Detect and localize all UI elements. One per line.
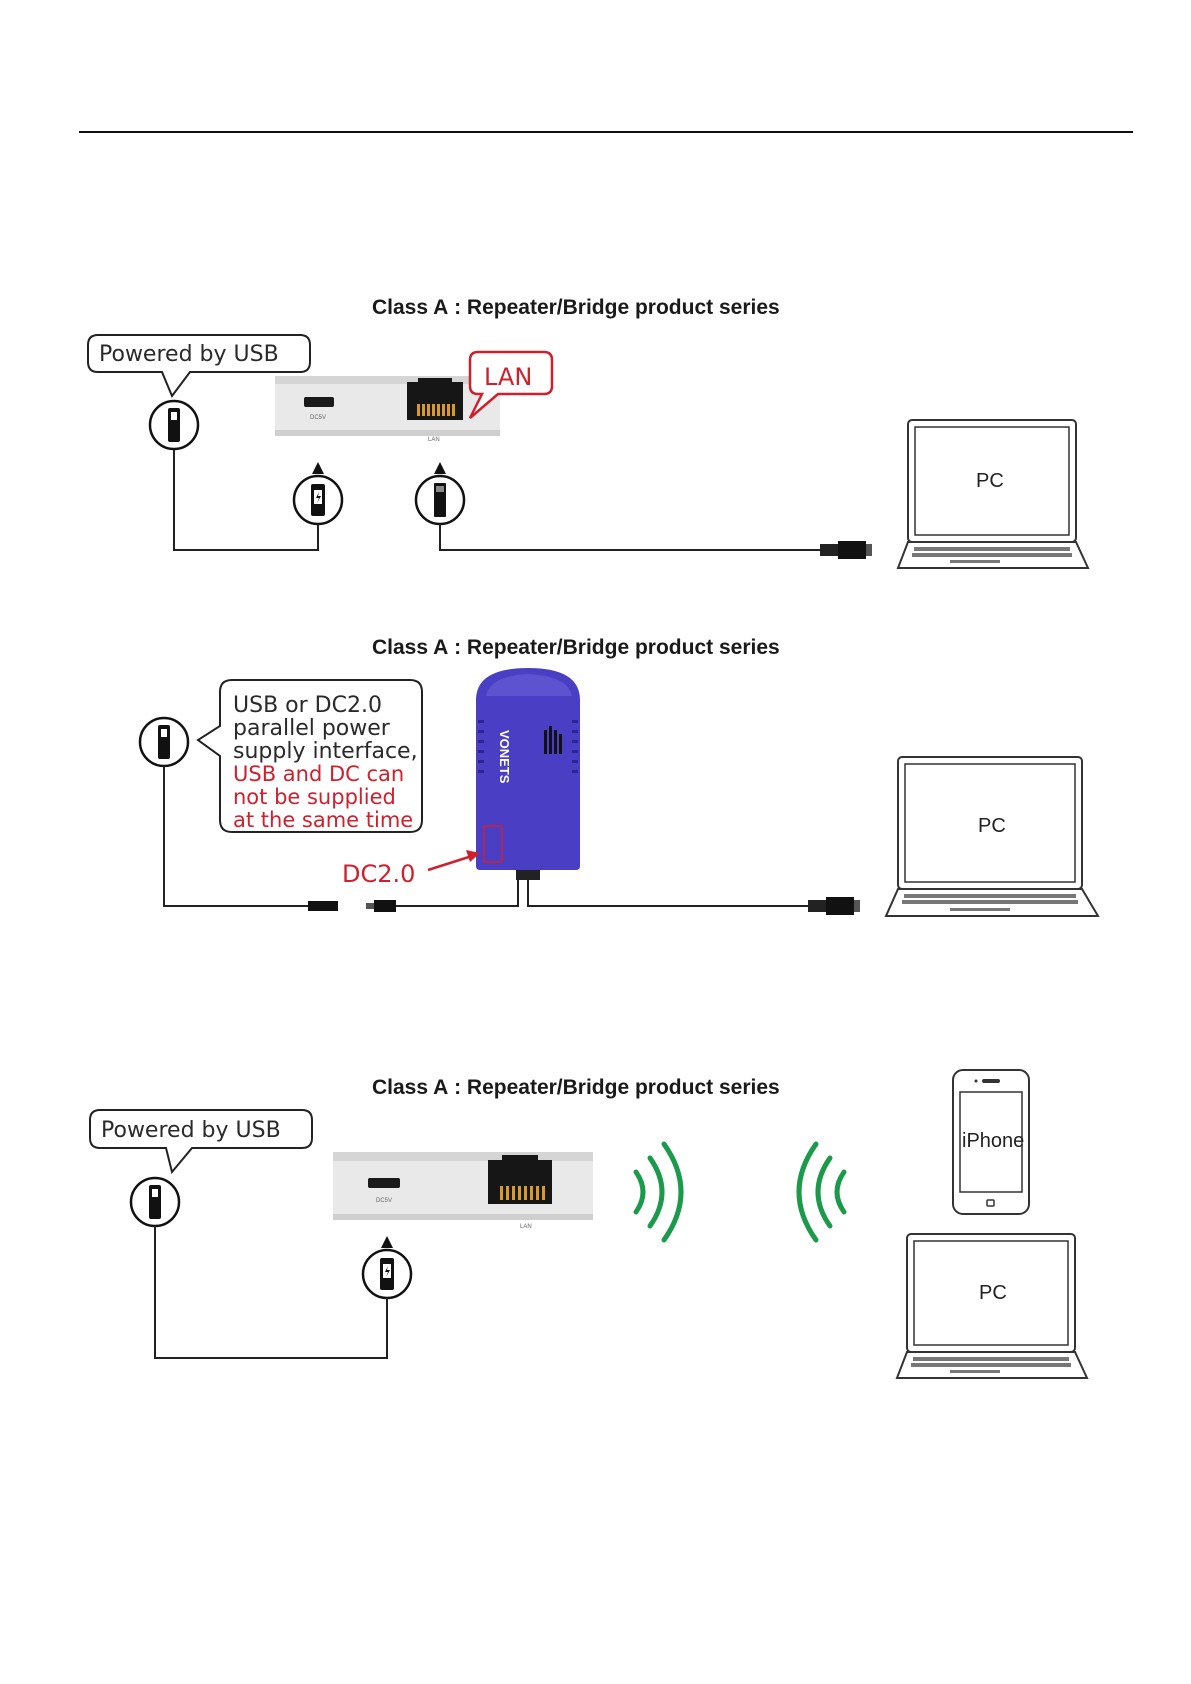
dc-port	[368, 1178, 400, 1188]
lan-port-label: LAN	[520, 1224, 532, 1230]
lan-cable	[528, 880, 808, 906]
callout-text: Powered by USB	[99, 342, 279, 367]
lan-port-label: LAN	[428, 437, 440, 443]
lan-callout-text: LAN	[484, 363, 532, 391]
pc-label: PC	[978, 815, 1006, 837]
callout-line: USB or DC2.0	[233, 693, 382, 718]
dc-port-label: DC5V	[376, 1198, 392, 1204]
blue-router-device: VONETS	[476, 668, 580, 880]
laptop-pc-icon: PC	[897, 1234, 1087, 1378]
iphone-label: iPhone	[962, 1130, 1024, 1152]
wireless-signal-out-icon	[636, 1144, 681, 1240]
rj45-connector-icon	[820, 541, 872, 559]
powered-by-usb-callout: Powered by USB	[90, 1110, 312, 1172]
callout-text: Powered by USB	[101, 1118, 281, 1143]
svg-text:VONETS: VONETS	[497, 730, 512, 784]
micro-usb-plug-icon	[363, 1250, 411, 1298]
warning-line: USB and DC can	[233, 762, 404, 786]
usb-plug-icon	[131, 1178, 179, 1226]
lan-cable	[440, 524, 820, 550]
router-device: DC5V LAN	[275, 376, 500, 443]
callout-line: parallel power	[233, 716, 391, 741]
arrow-up-icon	[434, 462, 446, 474]
rj45-connector-icon	[808, 897, 860, 915]
pc-label: PC	[976, 470, 1004, 492]
callout-line: supply interface,	[233, 739, 418, 764]
micro-usb-plug-icon	[294, 476, 342, 524]
iphone-icon: iPhone	[953, 1070, 1029, 1214]
router-device: DC5V LAN	[333, 1152, 593, 1230]
dc-port-label: DC5V	[310, 415, 326, 421]
pc-label: PC	[979, 1282, 1007, 1304]
wireless-signal-in-icon	[799, 1144, 844, 1240]
usb-cable	[155, 1226, 387, 1358]
warning-line: at the same time	[233, 808, 413, 832]
laptop-pc-icon: PC	[886, 757, 1098, 916]
arrow-up-icon	[312, 462, 324, 474]
arrow-up-icon	[381, 1236, 393, 1248]
rj45-plug-icon	[416, 476, 464, 524]
usb-plug-icon	[150, 401, 198, 449]
diagram-usb-wireless: Class A : Repeater/Bridge product series…	[0, 1060, 1191, 1380]
dc-port	[304, 397, 334, 407]
dc-arrow	[428, 856, 472, 870]
dc-label: DC2.0	[342, 860, 415, 888]
lan-callout: LAN	[470, 352, 552, 418]
diagram-dc-power-pc: Class A : Repeater/Bridge product series…	[0, 630, 1191, 930]
warning-line: not be supplied	[233, 785, 396, 809]
diagram-title: Class A : Repeater/Bridge product series	[372, 1076, 780, 1099]
diagram-title: Class A : Repeater/Bridge product series	[372, 296, 780, 319]
dc-plug-female-icon	[308, 901, 338, 911]
diagram-title: Class A : Repeater/Bridge product series	[372, 636, 780, 659]
usb-plug-icon	[140, 718, 188, 766]
diagram-usb-lan-pc: Class A : Repeater/Bridge product series…	[0, 280, 1191, 580]
power-interface-callout: USB or DC2.0 parallel power supply inter…	[198, 680, 422, 832]
top-rule	[79, 131, 1133, 133]
dc-plug-male-icon	[366, 900, 396, 912]
laptop-pc-icon: PC	[898, 420, 1088, 568]
